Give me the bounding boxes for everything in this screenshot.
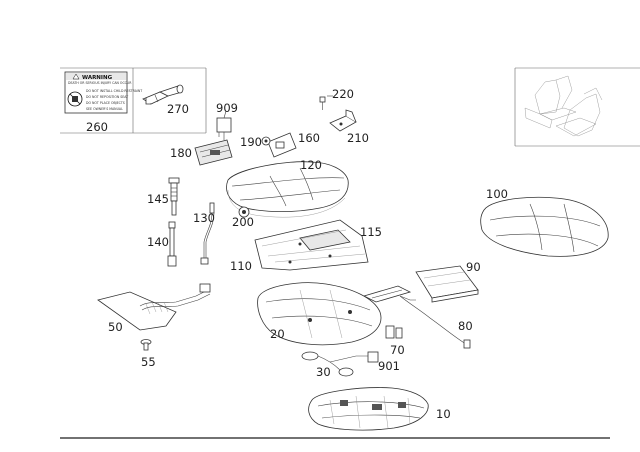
warning-line-5: SEE OWNER'S MANUAL [86, 107, 123, 111]
warning-line-2: DO NOT INSTALL CHILD RESTRAINT [86, 89, 142, 93]
cable-part-901 [367, 351, 379, 363]
pin-part-220 [319, 96, 326, 110]
warning-line-1: DEATH OR SERIOUS INJURY CAN OCCUR [68, 81, 132, 85]
label-30: 30 [316, 365, 331, 379]
sensor-part-30 [301, 351, 368, 377]
control-unit-part-180 [194, 139, 233, 166]
connector-part-270 [142, 84, 184, 105]
sensor-mat-part-110-115 [254, 219, 369, 271]
warning-line-3: DO NOT REPOSITION SEAT [86, 95, 128, 99]
label-55: 55 [141, 355, 156, 369]
label-80: 80 [458, 319, 473, 333]
label-100: 100 [486, 187, 508, 201]
label-120: 120 [300, 158, 322, 172]
label-box-frame [60, 67, 207, 134]
screw-part-55 [140, 339, 152, 351]
pad-part-90 [415, 265, 479, 303]
connector-part-70 [385, 325, 403, 339]
sensor-module-part-909 [216, 117, 232, 140]
label-145: 145 [147, 192, 169, 206]
warning-title: WARNING [82, 75, 113, 81]
label-140: 140 [147, 235, 169, 249]
rod-part-140 [167, 221, 177, 267]
label-115: 115 [360, 225, 382, 239]
label-210: 210 [347, 131, 369, 145]
clip-part-190 [261, 136, 271, 146]
clip-part-200 [238, 206, 250, 218]
wiring-harness-part-80 [362, 285, 471, 349]
label-50: 50 [108, 320, 123, 334]
label-200: 200 [232, 215, 254, 229]
seat-location-thumbnail [524, 75, 603, 137]
label-160: 160 [298, 131, 320, 145]
label-901: 901 [378, 359, 400, 373]
seat-cover-part-100 [480, 196, 609, 257]
bolt-part-145 [168, 177, 180, 216]
cable-part-130 [200, 202, 215, 265]
label-10: 10 [436, 407, 451, 421]
seat-cushion-part-120 [226, 161, 349, 218]
label-270: 270 [167, 102, 189, 116]
label-90: 90 [466, 260, 481, 274]
label-260: 260 [86, 120, 108, 134]
label-70: 70 [390, 343, 405, 357]
seat-position-box-frame [514, 67, 640, 147]
label-20: 20 [270, 327, 285, 341]
label-130: 130 [193, 211, 215, 225]
heating-element-part-50 [97, 283, 211, 331]
warning-label-part: WARNING DEATH OR SERIOUS INJURY CAN OCCU… [64, 71, 142, 114]
label-180: 180 [170, 146, 192, 160]
bracket-part-210 [329, 109, 357, 132]
label-220: 220 [332, 87, 354, 101]
seat-pan-part-20 [257, 282, 382, 346]
label-909: 909 [216, 101, 238, 115]
bracket-part-160 [267, 132, 297, 158]
seat-frame-part-10 [308, 387, 429, 431]
warning-line-4: DO NOT PLACE OBJECTS [86, 101, 125, 105]
label-110: 110 [230, 259, 252, 273]
label-190: 190 [240, 135, 262, 149]
